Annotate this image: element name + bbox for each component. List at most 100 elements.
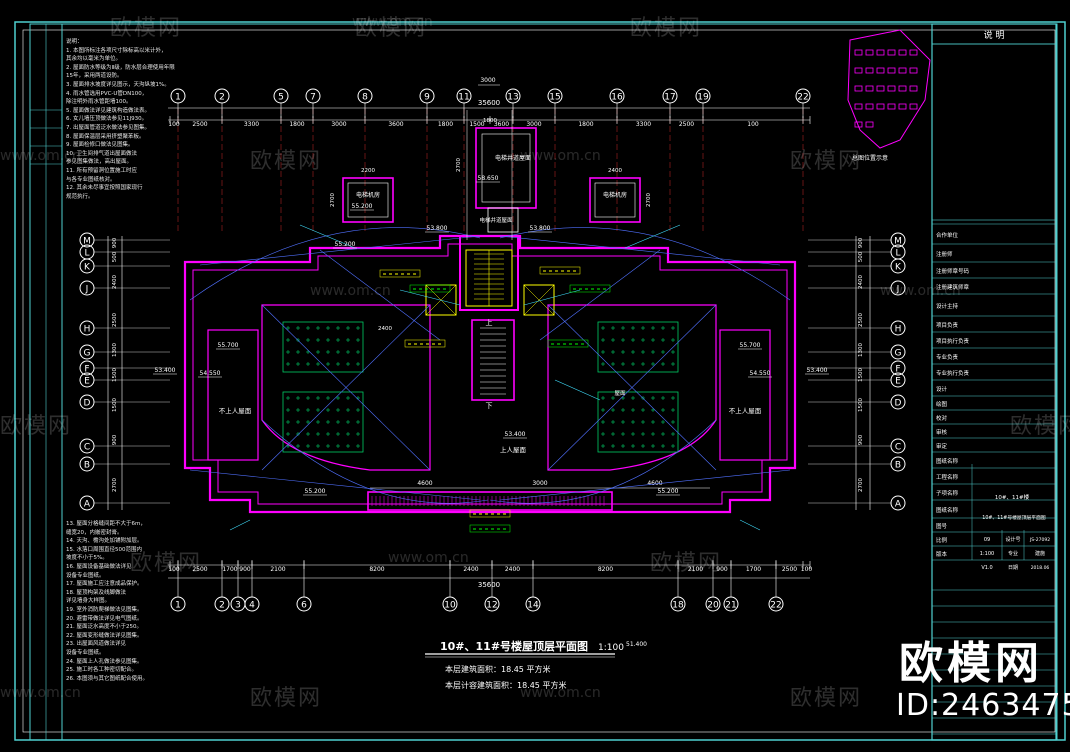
note-line: 11. 所有预留洞位置施工时应: [66, 167, 137, 174]
note-line: 23. 出屋面风道做法详见: [66, 641, 126, 648]
axis-label-top: 17: [664, 93, 675, 103]
slope-line: [499, 235, 781, 266]
brand-logo: 欧模网: [899, 638, 1043, 689]
dim-value-left: 500: [112, 251, 118, 262]
note-line: 21. 屋面泛水高度不小于250。: [66, 624, 142, 631]
dim-value-top: 1800: [578, 121, 593, 128]
leader-line: [229, 519, 251, 531]
dim-value-left: 2500: [112, 313, 118, 327]
dim-value-right: 1500: [858, 368, 864, 382]
dim-total-bottom: 35600: [478, 581, 500, 589]
elevator-x: [523, 284, 555, 316]
note-line: 1. 本图所标注各项尺寸除标高以米计外，: [66, 47, 167, 54]
axis-label-bottom: 2: [219, 601, 225, 611]
note-line: 19. 室外消防爬梯做法见图集。: [66, 606, 143, 613]
note-line: 8. 屋面保温层采用挤塑聚苯板。: [66, 133, 145, 140]
room-label: 电梯机房: [356, 191, 380, 199]
dim-value-bottom: 100: [168, 566, 180, 573]
keyplan-block: [876, 49, 885, 56]
axis-label-bottom: 18: [672, 601, 684, 611]
dim-value-bottom: 1700: [746, 566, 761, 573]
keyplan-block: [887, 67, 896, 74]
keyplan-block: [909, 103, 918, 110]
note-line: 4. 雨水管选用PVC-U管DN100，: [66, 90, 148, 97]
dim-value-bottom2: 4600: [647, 480, 662, 487]
tb-row-label: 审核: [936, 428, 948, 436]
axis-label-bottom: 10: [444, 601, 456, 611]
keyplan-block: [876, 67, 885, 74]
note-line: 17. 屋面施工应注意成品保护。: [66, 581, 143, 588]
elevation-label: 53.400: [155, 367, 176, 374]
note-line: 规范执行。: [66, 193, 94, 200]
dim-value-top: 1800: [289, 121, 304, 128]
drawing-scale: 1:100: [598, 643, 624, 653]
green-roof: [282, 391, 364, 453]
annotation-box: [547, 339, 589, 348]
note-line: 9. 屋面检修口做法见图集。: [66, 142, 134, 149]
room-label: 电梯机房: [603, 191, 627, 199]
slope-line: [261, 304, 431, 471]
tb-label: 专业: [1008, 550, 1018, 557]
dim-small: 2400: [378, 326, 392, 332]
axis-label-top: 8: [362, 93, 368, 103]
axis-label-right: E: [895, 377, 901, 387]
slope-arc: [189, 227, 481, 301]
axis-label-bottom: 14: [527, 601, 539, 611]
dim-value-bottom2: 4600: [417, 480, 432, 487]
axis-label-top: 15: [549, 93, 560, 103]
tb-row-label: 项目负责: [936, 321, 959, 329]
axis-label-left: L: [84, 249, 89, 259]
slope-arc: [489, 419, 717, 504]
dim-value-left: 1300: [112, 343, 118, 357]
wing-right: [719, 329, 771, 461]
note-line: 18. 屋顶构架及线脚做法: [66, 589, 126, 596]
note-line: 其余均以毫米为单位。: [66, 56, 122, 63]
dim-value-left: 900: [112, 434, 118, 445]
elevation-label: 54.550: [750, 370, 771, 377]
keyplan-block: [898, 49, 907, 56]
dim-small: 2700: [330, 193, 336, 207]
slope-line: [547, 304, 717, 471]
machine-room-right-inner: [594, 182, 636, 218]
elevation-label: 53.400: [505, 431, 526, 438]
inner-frame-white: [22, 29, 1056, 733]
dim-value-bottom: 1700: [222, 566, 237, 573]
tb-row-label: 校对: [936, 414, 948, 422]
note-line: 22. 屋面变形缝做法详见图集。: [66, 632, 143, 639]
axis-label-top: 11: [458, 93, 469, 103]
note-line: 坡度不小于5%。: [66, 555, 108, 562]
axis-label-top: 22: [797, 93, 808, 103]
dim-value-top: 3000: [331, 121, 346, 128]
keyplan-block: [865, 49, 874, 56]
dim-value-left: 2700: [112, 478, 118, 492]
dim-value-left: 1500: [112, 398, 118, 412]
tb-row-label: 图号: [936, 522, 948, 530]
roof-top-room: [475, 127, 537, 209]
tb-header: 说 明: [984, 29, 1005, 41]
area-line-1: 本层建筑面积：18.45 平方米: [445, 664, 550, 674]
axis-label-right: M: [894, 237, 902, 247]
core-top: [459, 235, 519, 311]
tb-label: 日期: [1008, 565, 1018, 571]
axis-label-top: 13: [507, 93, 518, 103]
area-line-2: 本层计容建筑面积：18.45 平方米: [445, 680, 566, 690]
leader-line: [523, 289, 581, 306]
keyplan-block: [854, 67, 863, 74]
axis-label-top: 19: [697, 93, 709, 103]
keyplan-block: [865, 85, 874, 92]
note-line: 14. 天沟、檐沟处加铺附加层。: [66, 538, 143, 545]
leader-line: [624, 224, 681, 249]
leader-line: [299, 224, 356, 249]
annotation-box: [409, 284, 451, 293]
green-roof: [282, 321, 364, 373]
note-line: 参见图集做法，高出屋面。: [66, 159, 133, 166]
dim-value-left: 900: [112, 237, 118, 248]
dim-small: 1800: [483, 118, 497, 124]
note-line: 缝宽20，内嵌密封膏。: [66, 529, 123, 536]
dim-value-top: 3600: [494, 121, 509, 128]
keyplan-block: [854, 85, 863, 92]
tb-row-label: 设计主持: [936, 302, 959, 310]
note-line: 与各专业图纸核对。: [66, 176, 116, 183]
dim-value-right: 900: [858, 237, 864, 248]
roof-top-room-inner: [481, 133, 531, 203]
